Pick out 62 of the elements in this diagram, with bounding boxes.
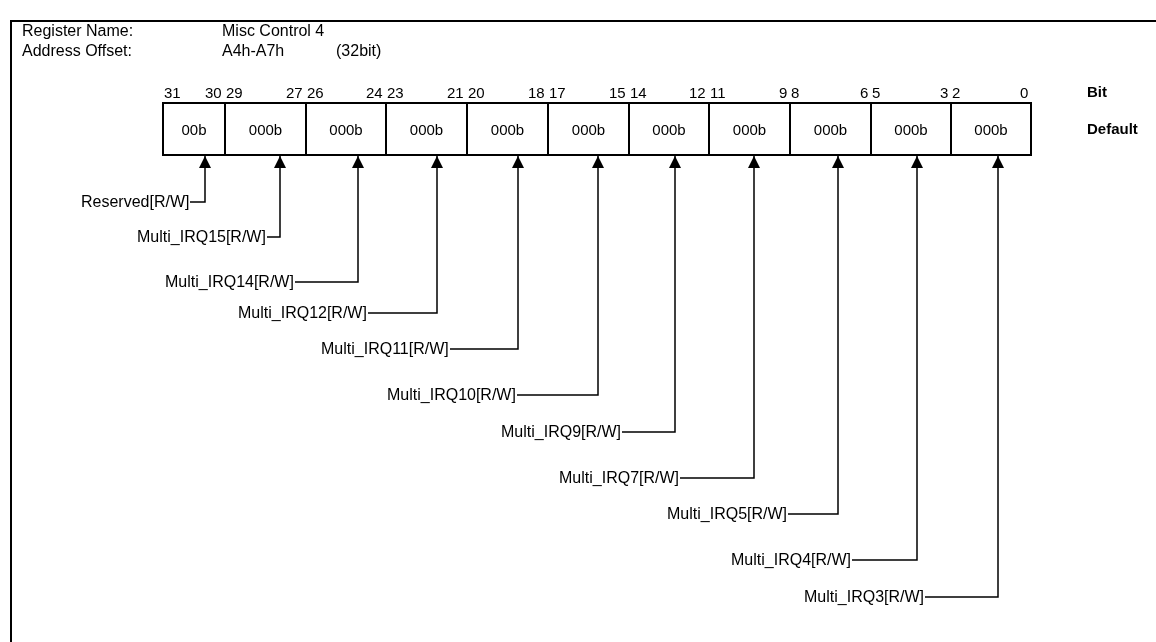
bit-number: 21	[447, 84, 464, 101]
bit-number: 9	[779, 84, 788, 101]
bit-number: 18	[528, 84, 545, 101]
bit-number: 27	[286, 84, 303, 101]
field-name: Multi_IRQ7[R/W]	[559, 469, 679, 487]
leader-arrow	[787, 155, 844, 515]
field-name: Multi_IRQ5[R/W]	[667, 505, 787, 523]
bit-number: 20	[468, 84, 485, 101]
register-width: (32bit)	[336, 42, 382, 60]
field-name: Reserved[R/W]	[81, 193, 190, 211]
bit-field-cell: 000b	[950, 102, 1032, 156]
bit-number: 3	[940, 84, 949, 101]
bit-number: 5	[872, 84, 881, 101]
leader-arrow	[679, 155, 760, 479]
bit-number: 2	[952, 84, 961, 101]
address-offset-value: A4h-A7h	[222, 42, 285, 60]
bit-number: 14	[630, 84, 647, 101]
bit-number: 30	[205, 84, 222, 101]
bit-number: 6	[860, 84, 869, 101]
leader-arrow	[294, 155, 364, 283]
field-name: Multi_IRQ12[R/W]	[238, 304, 367, 322]
bit-field-cell: 000b	[870, 102, 952, 156]
bit-field-cell: 000b	[305, 102, 387, 156]
bit-number: 17	[549, 84, 566, 101]
bit-field-cell: 000b	[789, 102, 872, 156]
field-name: Multi_IRQ11[R/W]	[321, 340, 449, 358]
bit-row-label: Bit	[1087, 83, 1107, 101]
bit-field-cell: 000b	[385, 102, 468, 156]
field-name: Multi_IRQ14[R/W]	[165, 273, 294, 291]
field-name: Multi_IRQ15[R/W]	[137, 228, 266, 246]
register-name-label: Register Name:	[22, 22, 134, 40]
bit-number: 29	[226, 84, 243, 101]
default-row-label: Default	[1087, 120, 1138, 138]
bit-number: 11	[710, 84, 726, 101]
bit-number: 26	[307, 84, 324, 101]
field-name: Multi_IRQ4[R/W]	[731, 551, 851, 569]
field-name: Multi_IRQ3[R/W]	[804, 588, 924, 606]
leader-arrow	[266, 155, 286, 238]
field-name: Multi_IRQ9[R/W]	[501, 423, 621, 441]
bit-number: 15	[609, 84, 626, 101]
leader-arrow	[189, 155, 211, 203]
leader-arrow	[851, 155, 923, 561]
bit-field-cell: 000b	[708, 102, 791, 156]
register-name-value: Misc Control 4	[222, 22, 325, 40]
bit-number: 23	[387, 84, 404, 101]
bit-field-cell: 000b	[628, 102, 710, 156]
field-name: Multi_IRQ10[R/W]	[387, 386, 516, 404]
leader-arrow	[621, 155, 681, 433]
bit-number: 8	[791, 84, 800, 101]
bit-field-cell: 00b	[162, 102, 226, 156]
leader-arrow	[449, 155, 524, 350]
address-offset-label: Address Offset:	[22, 42, 132, 60]
bit-field-cell: 000b	[466, 102, 549, 156]
leader-arrow	[367, 155, 443, 314]
bit-field-cell: 000b	[224, 102, 307, 156]
bit-number: 12	[689, 84, 706, 101]
leader-arrow	[924, 155, 1004, 598]
bit-field-cell: 000b	[547, 102, 630, 156]
bit-number: 31	[164, 84, 181, 101]
bit-number: 24	[366, 84, 383, 101]
bit-number: 0	[1020, 84, 1029, 101]
leader-arrow	[516, 155, 604, 396]
